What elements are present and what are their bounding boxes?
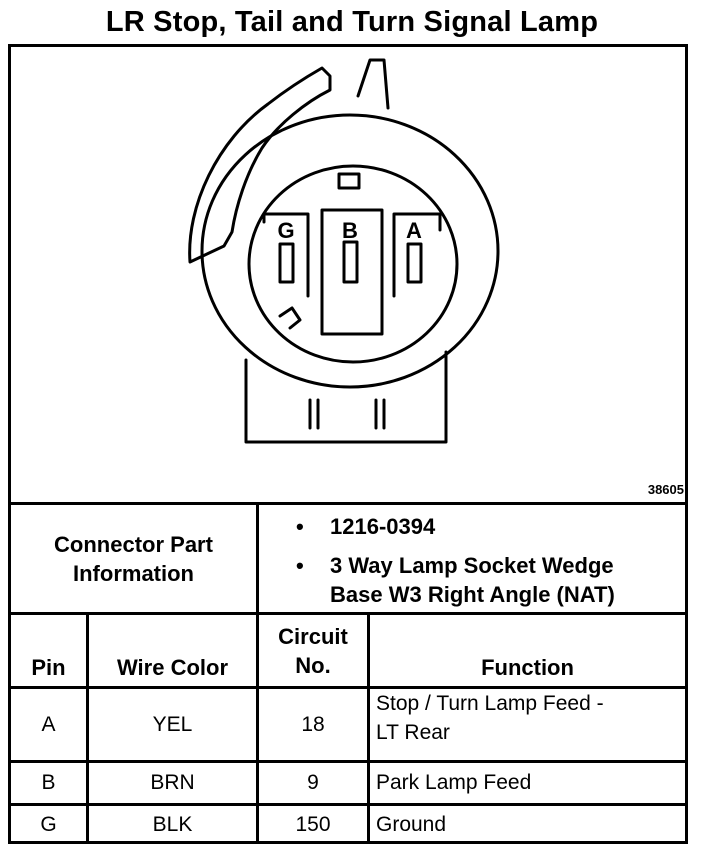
row-a-circuit: 18 — [301, 712, 325, 736]
bullet-part-number: • 1216-0394 — [296, 512, 615, 541]
inner-ring — [247, 164, 459, 364]
rule-col-circuit — [367, 612, 370, 844]
pin-compartment-a — [392, 212, 442, 298]
bullet-dot-icon: • — [296, 514, 304, 539]
connector-drawing: G B A — [188, 58, 500, 444]
diagram-title: LR Stop, Tail and Turn Signal Lamp — [105, 6, 599, 38]
row-g-circuit: 150 — [295, 813, 331, 836]
row-b-function: Park Lamp Feed — [376, 771, 532, 794]
description-line2: Base W3 Right Angle (NAT) — [330, 582, 615, 607]
top-key-notch — [337, 172, 361, 190]
rule-below-drawing — [8, 502, 688, 505]
part-number: 1216-0394 — [330, 514, 436, 539]
top-tab — [356, 58, 390, 110]
terminal-a — [406, 242, 423, 284]
row-a-function-line2: LT Rear — [376, 721, 450, 744]
bullet-description: • 3 Way Lamp Socket Wedge Base W3 Right … — [296, 551, 615, 609]
row-b-wire-color: BRN — [150, 771, 195, 794]
bullet-dot-icon: • — [296, 553, 304, 578]
connector-info-label: Connector Part Information — [11, 505, 256, 612]
rule-below-connector-info — [8, 612, 688, 615]
connector-info-bullets: • 1216-0394 • 3 Way Lamp Socket Wedge Ba… — [296, 512, 615, 609]
pin-label-a: A — [406, 218, 422, 243]
header-circuit-no: Circuit No. — [259, 615, 367, 686]
row-a-pin: A — [41, 712, 56, 736]
row-b-circuit: 9 — [307, 771, 319, 794]
pin-label-g: G — [277, 218, 294, 243]
row-a-wire-color: YEL — [152, 712, 193, 736]
row-g-function: Ground — [376, 813, 447, 836]
description-line1: 3 Way Lamp Socket Wedge — [330, 553, 614, 578]
rule-connector-divider — [256, 502, 259, 615]
row-a-function-line1: Stop / Turn Lamp Feed - — [376, 692, 604, 715]
rule-col-pin — [86, 612, 89, 844]
header-circuit-line2: No. — [295, 652, 331, 678]
terminal-g — [278, 242, 295, 284]
rule-below-row-a — [8, 760, 688, 763]
row-b-pin: B — [41, 771, 56, 794]
connector-info-label-line2: Information — [73, 560, 194, 586]
diagram-frame — [8, 44, 688, 844]
terminal-b — [342, 240, 359, 284]
row-a-function: Stop / Turn Lamp Feed - LT Rear — [370, 689, 685, 760]
connector-info-label-line1: Connector Part — [54, 531, 213, 557]
row-g-pin: G — [40, 813, 57, 836]
figure-id: 38605 — [647, 482, 684, 497]
rule-below-headers — [8, 686, 688, 689]
pin-compartment-g — [262, 212, 310, 298]
pin-label-b: B — [342, 218, 358, 243]
header-circuit-line1: Circuit — [278, 623, 348, 649]
row-g-wire-color: BLK — [152, 813, 193, 836]
rule-col-wire — [256, 612, 259, 844]
header-pin: Pin — [31, 655, 66, 680]
outer-ring — [200, 113, 500, 389]
rule-below-row-b — [8, 803, 688, 806]
side-key-notch — [278, 306, 302, 330]
pin-compartment-b — [320, 208, 384, 336]
clip-arm — [188, 66, 332, 264]
header-function: Function — [481, 655, 574, 680]
base-housing — [244, 350, 448, 444]
header-wire-color: Wire Color — [116, 655, 229, 680]
